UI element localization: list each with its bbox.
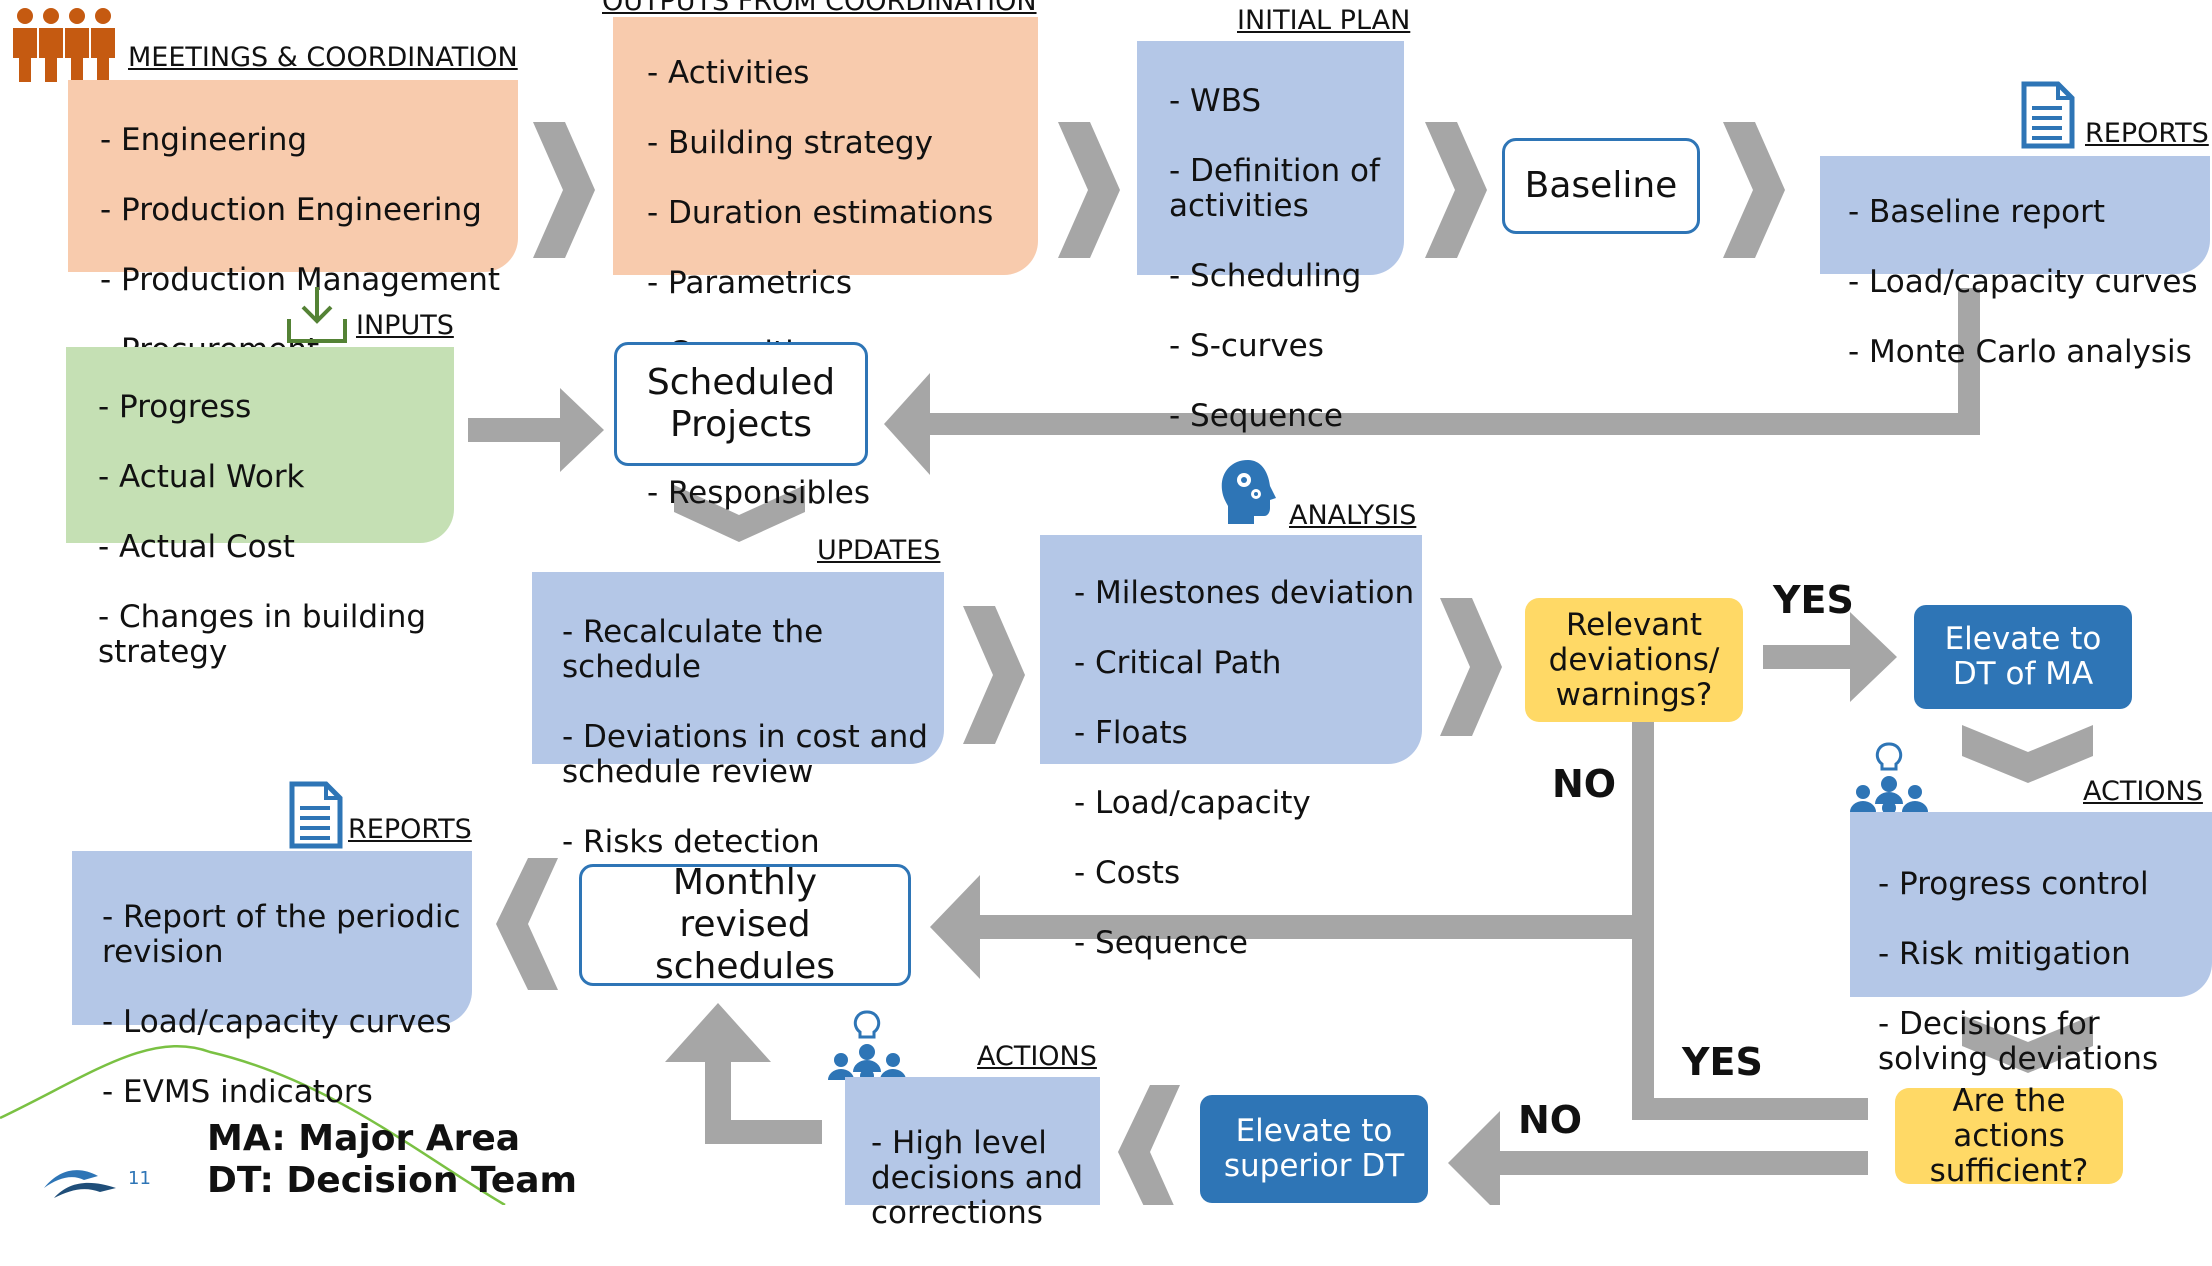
list-item: - Decisions for solving deviations [1878,1006,2159,1077]
monthly-revised-box: Monthly revised schedules [579,862,911,987]
list-item: - Actual Work [98,459,305,495]
list-item: - Changes in building strategy [98,599,427,670]
initial-plan-header: INITIAL PLAN [1237,5,1411,36]
people-icon [13,8,115,82]
chevron-arrow [1425,122,1487,258]
actions-bottom-box: - High level decisions and corrections [845,1077,1100,1231]
updates-header: UPDATES [817,535,941,566]
arrow-right [1763,612,1897,702]
list-item: - WBS [1169,83,1262,119]
list-item: - Duration estimations [647,195,994,231]
elevate-ma-box: Elevate to DT of MA [1914,605,2132,709]
list-item: - Responsibles [647,475,870,511]
list-item: - Risk mitigation [1878,936,2131,972]
actions-bottom-header: ACTIONS [977,1041,1097,1072]
list-item: - Production Engineering [100,192,482,228]
reports-bottom-box: - Report of the periodic revision - Load… [72,851,472,1110]
list-item: - Monte Carlo analysis [1848,334,2192,370]
meetings-header: MEETINGS & COORDINATION [128,42,518,73]
chevron-arrow [533,122,595,258]
team-idea-icon [1850,742,1928,822]
list-item: - Load/capacity curves [102,1004,452,1040]
list-item: - Definition of activities [1169,153,1380,224]
yes-label: YES [1773,578,1854,622]
chevron-arrow [1723,122,1785,258]
list-item: - Critical Path [1074,645,1282,681]
list-item: - Actual Cost [98,529,295,565]
legend-line: DT: Decision Team [207,1160,578,1201]
decision-relevant-deviations: Relevant deviations/ warnings? [1525,598,1743,722]
arrow-right [468,388,604,472]
elevate-superior-box: Elevate to superior DT [1200,1095,1428,1203]
list-item: - Engineering [100,122,308,158]
list-item: - Activities [647,55,810,91]
initial-plan-box: - WBS - Definition of activities - Sched… [1137,41,1404,434]
actions-right-header: ACTIONS [2083,776,2203,807]
outputs-box: - Activities - Building strategy - Durat… [613,17,1038,511]
yes-line [1632,1098,1868,1120]
company-logo [44,1170,116,1198]
chevron-arrow [963,606,1025,744]
head-gear-icon [1221,460,1276,524]
list-item: - Sequence [1169,398,1343,434]
chevron-left-arrow [496,858,558,990]
updates-box: - Recalculate the schedule - Deviations … [532,572,944,860]
reports-top-box: - Baseline report - Load/capacity curves… [1820,156,2210,370]
list-item: - Milestones deviation [1074,575,1415,611]
list-item: - Load/capacity curves [1848,264,2198,300]
legend-line: MA: Major Area [207,1118,521,1159]
analysis-box: - Milestones deviation - Critical Path -… [1040,535,1422,961]
chevron-arrow [1058,122,1120,258]
outputs-header: OUTPUTS FROM COORDINATION [602,0,1037,17]
arrow-left [1448,1111,1868,1205]
list-item: - Deviations in cost and schedule review [562,719,928,790]
list-item: - Risks detection [562,824,820,860]
document-icon [289,781,343,849]
list-item: - Progress control [1878,866,2149,902]
no-label: NO [1552,762,1617,806]
connector-layer [0,122,2093,1205]
list-item: - Production Management [100,262,501,298]
list-item: - Baseline report [1848,194,2106,230]
decision-actions-sufficient: Are the actions sufficient? [1895,1083,2123,1188]
yes-label: YES [1682,1040,1763,1084]
chevron-down-arrow [674,485,805,542]
slide-number: 11 [128,1168,151,1189]
list-item: - EVMS indicators [102,1074,373,1110]
actions-right-box: - Progress control - Risk mitigation - D… [1850,812,2212,1077]
reports-top-header: REPORTS [2085,118,2209,149]
arrow-left [930,875,1654,979]
chevron-arrow [1440,598,1502,736]
inputs-box: - Progress - Actual Work - Actual Cost -… [66,347,454,670]
baseline-box: Baseline [1502,138,1700,234]
chevron-left-arrow [1118,1085,1180,1205]
scheduled-projects-box: Scheduled Projects [614,342,868,466]
no-label: NO [1518,1098,1583,1142]
chevron-down-arrow [1962,1015,2093,1073]
download-icon [287,287,347,343]
document-icon [2021,81,2075,149]
list-item: - Load/capacity [1074,785,1311,821]
decorative-curve [0,1044,506,1205]
legend: MA: Major Area DT: Decision Team [207,1118,577,1202]
inputs-header: INPUTS [356,310,454,341]
list-item: - Progress [98,389,252,425]
list-item: - Report of the periodic revision [102,899,461,970]
arrow-up-turn [665,1003,822,1144]
list-item: - Building strategy [647,125,933,161]
list-item: - Floats [1074,715,1188,751]
chevron-down-arrow [1962,725,2093,783]
list-item: - Recalculate the schedule [562,614,824,685]
list-item: - High level decisions and corrections [871,1125,1084,1231]
list-item: - Costs [1074,855,1181,891]
analysis-header: ANALYSIS [1289,500,1417,531]
list-item: - Parametrics [647,265,853,301]
list-item: - Sequence [1074,925,1248,961]
list-item: - Scheduling [1169,258,1362,294]
reports-bottom-header: REPORTS [348,814,472,845]
arrow-left-return [884,288,1980,475]
list-item: - S-curves [1169,328,1324,364]
meetings-box: - Engineering - Production Engineering -… [68,80,518,438]
